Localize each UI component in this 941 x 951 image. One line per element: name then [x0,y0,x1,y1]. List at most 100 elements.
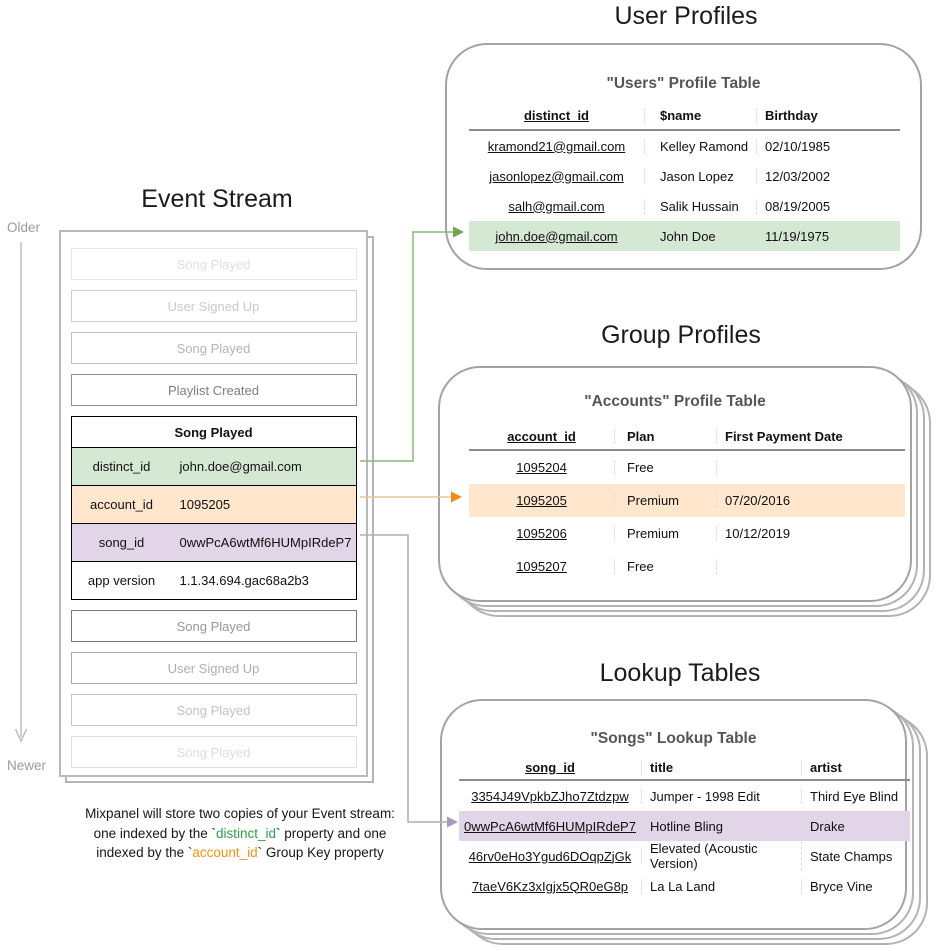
event-stream-title: Event Stream [141,185,293,213]
table-row: 46rv0eHo3Ygud6DOqpZjGk Elevated (Acousti… [459,841,910,871]
event-box: Song Played [70,694,357,726]
newer-label: Newer [7,758,47,773]
table-cell: 0wwPcA6wtMf6HUMpIRdeP7 [459,818,642,834]
songs-lookup-card: "Songs" Lookup Table song_id title artis… [440,699,910,930]
table-row-highlighted: 1095205 Premium 07/20/2016 [469,484,905,517]
column-header: Birthday [765,108,818,123]
accounts-table: account_id Plan First Payment Date 10952… [469,423,905,583]
table-cell: Kelley Ramond [645,138,757,154]
table-cell: 10/12/2019 [725,526,791,541]
table-cell: 08/19/2005 [765,198,831,214]
users-card-title: "Users" Profile Table [606,75,761,92]
property-key: app version [87,573,156,588]
event-box: Song Played [70,332,357,364]
table-row: 3354J49VpkbZJho7Ztdzpw Jumper - 1998 Edi… [459,781,910,811]
accounts-profile-card: "Accounts" Profile Table account_id Plan… [438,366,912,602]
table-row: kramond21@gmail.com Kelley Ramond 02/10/… [469,131,900,161]
table-row: 1095204 Free [469,451,905,484]
property-key: account_id [90,497,153,512]
event-property-row-song-id: song_id 0wwPcA6wtMf6HUMpIRdeP7 [71,524,356,562]
table-cell: Free [615,460,717,475]
table-cell: 07/20/2016 [725,493,791,508]
column-header: title [642,759,802,775]
table-cell: 1095204 [469,460,615,475]
property-key: song_id [98,535,145,550]
property-value: 0wwPcA6wtMf6HUMpIRdeP7 [179,535,352,550]
caption-text: indexed by the ` [96,845,193,860]
table-cell: Third Eye Blind [810,788,899,804]
table-row-highlighted: 0wwPcA6wtMf6HUMpIRdeP7 Hotline Bling Dra… [459,811,910,841]
event-box: Song Played [70,248,357,280]
table-cell: john.doe@gmail.com [469,228,645,244]
table-cell: 46rv0eHo3Ygud6DOqpZjGk [459,848,642,864]
table-cell: 3354J49VpkbZJho7Ztdzpw [459,788,642,804]
caption-line-3: indexed by the `account_id` Group Key pr… [60,843,420,863]
event-box: Playlist Created [70,374,357,406]
songs-table: song_id title artist 3354J49VpkbZJho7Ztd… [459,755,910,901]
users-profile-card: "Users" Profile Table distinct_id $name … [445,43,922,270]
expanded-event-title: Song Played [71,417,356,448]
column-header: $name [645,108,757,123]
column-header: song_id [459,759,642,775]
property-value: 1.1.34.694.gac68a2b3 [179,573,309,588]
table-row: jasonlopez@gmail.com Jason Lopez 12/03/2… [469,161,900,191]
event-stream-container: Song Played User Signed Up Song Played P… [59,230,368,777]
older-label: Older [7,220,41,235]
table-cell: Drake [810,818,845,834]
user-profiles-title: User Profiles [614,2,758,30]
event-property-row-distinct-id: distinct_id john.doe@gmail.com [71,448,356,486]
column-header: distinct_id [469,108,645,123]
table-row-highlighted: john.doe@gmail.com John Doe 11/19/1975 [469,221,900,251]
caption-text: Mixpanel will store two copies of your E… [85,806,395,821]
table-cell: Free [615,559,717,574]
table-row: 1095206 Premium 10/12/2019 [469,517,905,550]
table-cell: salh@gmail.com [469,198,645,214]
table-header-row: distinct_id $name Birthday [469,102,900,131]
caption-text: one indexed by the ` [93,825,216,841]
table-cell: Jason Lopez [645,168,757,184]
songs-card-title: "Songs" Lookup Table [590,730,757,747]
table-row: salh@gmail.com Salik Hussain 08/19/2005 [469,191,900,221]
event-box: Song Played [70,610,357,642]
table-cell: Premium [615,526,717,541]
caption-text: ` property and one [276,825,387,841]
table-cell: 11/19/1975 [765,228,830,244]
timeline-arrow [14,242,28,743]
table-cell: State Champs [810,848,893,864]
caption-line-1: Mixpanel will store two copies of your E… [60,804,420,824]
table-header-row: song_id title artist [459,755,910,781]
table-cell: 02/10/1985 [765,138,831,154]
table-cell: Salik Hussain [645,198,757,214]
table-cell: 1095207 [469,559,615,574]
table-cell: Premium [615,493,717,508]
account-id-keyword: account_id [192,845,258,860]
distinct-id-keyword: distinct_id [215,825,277,841]
table-cell: kramond21@gmail.com [469,138,645,154]
event-property-row-account-id: account_id 1095205 [71,486,356,524]
table-cell: La La Land [642,878,802,894]
lookup-tables-title: Lookup Tables [599,659,761,687]
event-box: User Signed Up [70,290,357,322]
property-value: john.doe@gmail.com [179,459,302,474]
property-key: distinct_id [92,459,151,474]
group-profiles-title: Group Profiles [601,321,761,349]
column-header: artist [810,759,842,775]
event-box: Song Played [70,736,357,768]
accounts-card-title: "Accounts" Profile Table [584,393,766,410]
caption: Mixpanel will store two copies of your E… [60,804,420,863]
expanded-event-card: Song Played distinct_id john.doe@gmail.c… [70,416,357,600]
table-cell: John Doe [645,228,757,244]
table-cell: Bryce Vine [810,878,873,894]
users-table: distinct_id $name Birthday kramond21@gma… [469,102,900,251]
table-row: 1095207 Free [469,550,905,583]
table-cell: 12/03/2002 [765,168,831,184]
table-cell: Jumper - 1998 Edit [642,788,802,804]
table-cell: jasonlopez@gmail.com [469,168,645,184]
event-property-row-app-version: app version 1.1.34.694.gac68a2b3 [72,562,356,599]
table-cell: 7taeV6Kz3xIgjx5QR0eG8p [459,878,642,894]
column-header: First Payment Date [725,428,843,444]
table-cell: 1095206 [469,526,615,541]
caption-line-2: one indexed by the `distinct_id` propert… [60,824,420,844]
table-cell: Hotline Bling [642,818,802,834]
